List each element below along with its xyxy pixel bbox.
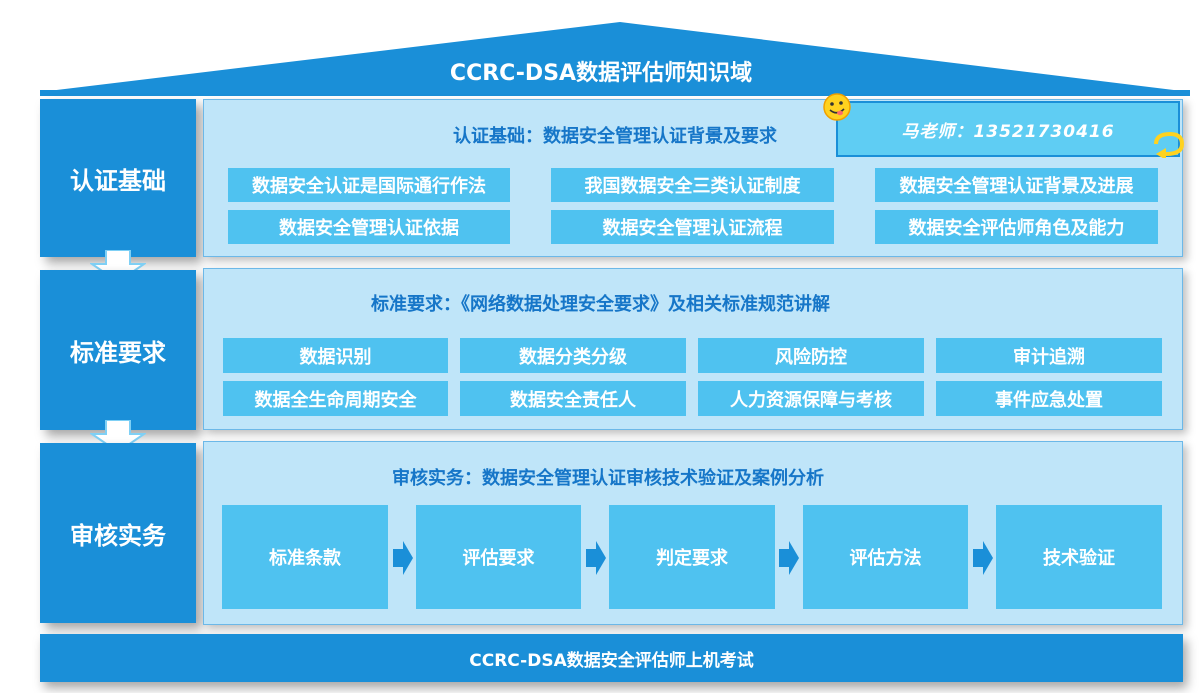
- flow-step-3: 判定要求: [609, 505, 775, 609]
- right-arrow-icon: [393, 541, 413, 575]
- flow-step-4: 评估方法: [803, 505, 968, 609]
- item-std-2: 数据分类分级: [460, 338, 686, 373]
- right-arrow-icon: [973, 541, 993, 575]
- item-std-3: 风险防控: [698, 338, 924, 373]
- smiley-icon: [823, 93, 851, 121]
- flow-step-2: 评估要求: [416, 505, 581, 609]
- side-label-standards: 标准要求: [40, 270, 196, 430]
- page-title: CCRC-DSA数据评估师知识域: [449, 61, 753, 86]
- footer-exam-bar: CCRC-DSA数据安全评估师上机考试: [40, 634, 1183, 682]
- item-std-4: 审计追溯: [936, 338, 1162, 373]
- item-cert-4: 数据安全管理认证依据: [228, 210, 510, 244]
- heading-standards: 标准要求：《网络数据处理安全要求》及相关标准规范讲解: [371, 294, 830, 315]
- roof-shape: [40, 22, 1190, 96]
- side-label-certification: 认证基础: [40, 99, 196, 257]
- heading-certification: 认证基础：数据安全管理认证背景及要求: [453, 126, 777, 147]
- item-std-1: 数据识别: [223, 338, 448, 373]
- teacher-contact-badge: 马老师：13521730416: [836, 101, 1180, 157]
- right-arrow-icon: [779, 541, 799, 575]
- item-std-6: 数据安全责任人: [460, 381, 686, 416]
- item-cert-5: 数据安全管理认证流程: [551, 210, 834, 244]
- item-cert-1: 数据安全认证是国际通行作法: [228, 168, 510, 202]
- item-std-5: 数据全生命周期安全: [223, 381, 448, 416]
- right-arrow-icon: [586, 541, 606, 575]
- heading-audit: 审核实务：数据安全管理认证审核技术验证及案例分析: [392, 468, 824, 489]
- curl-arrow-icon: [1154, 131, 1185, 158]
- side-label-audit: 审核实务: [40, 443, 196, 623]
- flow-step-1: 标准条款: [222, 505, 388, 609]
- item-cert-2: 我国数据安全三类认证制度: [551, 168, 834, 202]
- item-cert-3: 数据安全管理认证背景及进展: [875, 168, 1158, 202]
- flow-step-5: 技术验证: [996, 505, 1162, 609]
- item-cert-6: 数据安全评估师角色及能力: [875, 210, 1158, 244]
- item-std-8: 事件应急处置: [936, 381, 1162, 416]
- item-std-7: 人力资源保障与考核: [698, 381, 924, 416]
